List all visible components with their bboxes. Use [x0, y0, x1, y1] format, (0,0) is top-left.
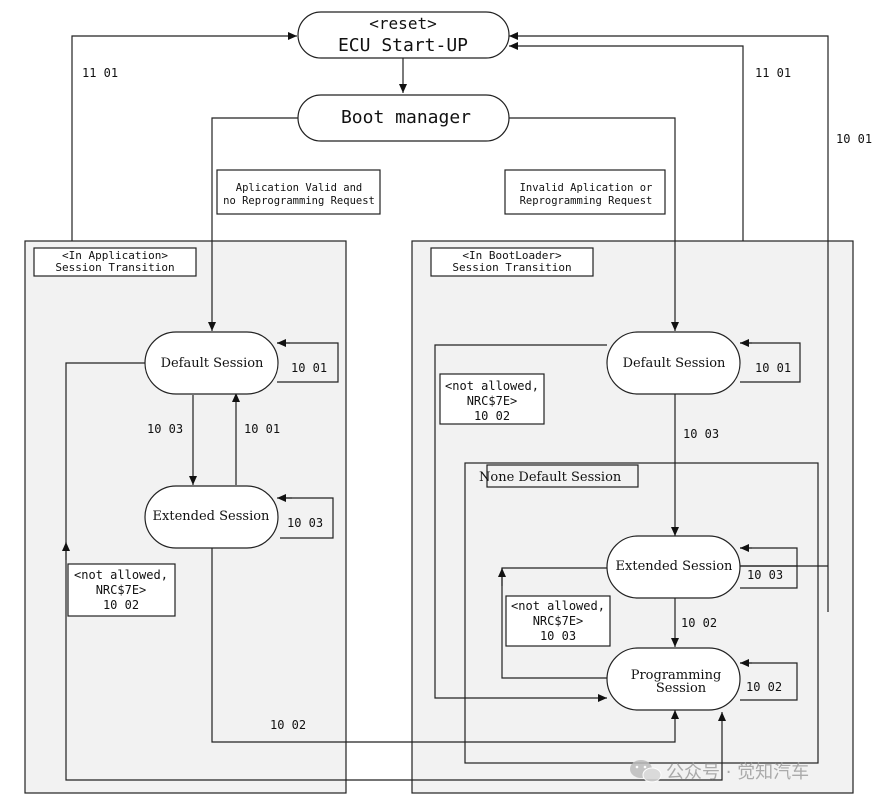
bl-extended-session-node: Extended Session	[606, 535, 741, 599]
in-bootloader-title-line2: Session Transition	[452, 261, 571, 274]
bl-not-allowed-2-line3: 10 03	[540, 629, 576, 643]
bl-not-allowed-note-2: <not allowed, NRC$7E> 10 03	[505, 595, 611, 647]
in-bootloader-title-line1: <In BootLoader>	[462, 249, 562, 262]
bl-not-allowed-note-1: <not allowed, NRC$7E> 10 02	[439, 373, 545, 425]
edge-label-bl-default-self: 10 01	[755, 361, 791, 375]
in-bootloader-title: <In BootLoader> Session Transition	[430, 247, 594, 277]
watermark: 公众号 · 觉知汽车	[630, 760, 809, 783]
edge-label-right-reset: 11 01	[755, 66, 791, 80]
boot-manager-label: Boot manager	[341, 107, 471, 128]
bl-not-allowed-2-line2: NRC$7E>	[533, 614, 584, 628]
edge-label-bl-default-to-extended: 10 03	[683, 427, 719, 441]
bl-not-allowed-1-line3: 10 02	[474, 409, 510, 423]
edge-label-bl-extended-to-programming: 10 02	[681, 616, 717, 630]
bl-programming-line1: Programming	[631, 668, 722, 683]
edge-label-bl-programming-self: 10 02	[746, 680, 782, 694]
wechat-icon	[630, 760, 662, 783]
boot-manager-node: Boot manager	[297, 94, 510, 142]
edge-label-app-to-programming: 10 02	[270, 718, 306, 732]
app-default-session-node: Default Session	[144, 331, 279, 395]
bl-programming-session-node: Programming Session	[606, 647, 741, 711]
app-extended-session-node: Extended Session	[144, 485, 279, 549]
bl-default-session-node: Default Session	[606, 331, 741, 395]
edge-label-app-extended-self: 10 03	[287, 516, 323, 530]
bl-programming-line2: Session	[656, 681, 707, 696]
in-bootloader-panel	[411, 240, 854, 794]
bl-not-allowed-2-line1: <not allowed,	[511, 599, 605, 613]
app-default-session-label: Default Session	[161, 356, 264, 371]
ecu-start-line1: <reset>	[369, 14, 436, 33]
none-default-session-title: None Default Session	[479, 464, 639, 488]
invalid-app-condition: Invalid Aplication or Reprogramming Requ…	[504, 169, 666, 215]
watermark-text: 公众号 · 觉知汽车	[666, 762, 809, 783]
app-extended-session-label: Extended Session	[153, 509, 271, 524]
app-valid-line1: Aplication Valid and	[236, 182, 362, 194]
edge-label-app-default-to-extended: 10 03	[147, 422, 183, 436]
edge-label-left-reset: 11 01	[82, 66, 118, 80]
app-not-allowed-line1: <not allowed,	[74, 568, 168, 582]
in-application-title-line1: <In Application>	[62, 249, 168, 262]
bl-not-allowed-1-line1: <not allowed,	[445, 379, 539, 393]
bl-not-allowed-1-line2: NRC$7E>	[467, 394, 518, 408]
app-not-allowed-line2: NRC$7E>	[96, 583, 147, 597]
edge-label-bl-extended-self: 10 03	[747, 568, 783, 582]
ecu-start-up-node: <reset> ECU Start-UP	[297, 11, 510, 59]
app-valid-line2: no Reprogramming Request	[223, 195, 375, 207]
app-valid-condition: Aplication Valid and no Reprogramming Re…	[216, 169, 381, 215]
bl-default-session-label: Default Session	[623, 356, 726, 371]
bl-extended-session-label: Extended Session	[616, 559, 734, 574]
in-application-title: <In Application> Session Transition	[33, 247, 197, 277]
edge-label-app-extended-to-default: 10 01	[244, 422, 280, 436]
none-default-session-label: None Default Session	[479, 470, 622, 485]
invalid-app-line1: Invalid Aplication or	[520, 182, 653, 194]
invalid-app-line2: Reprogramming Request	[520, 195, 653, 207]
in-application-title-line2: Session Transition	[55, 261, 174, 274]
edge-label-app-default-self: 10 01	[291, 361, 327, 375]
ecu-start-line2: ECU Start-UP	[338, 35, 468, 56]
edge-label-outer-1001: 10 01	[836, 132, 872, 146]
app-not-allowed-note: <not allowed, NRC$7E> 10 02	[67, 563, 176, 617]
app-not-allowed-line3: 10 02	[103, 598, 139, 612]
